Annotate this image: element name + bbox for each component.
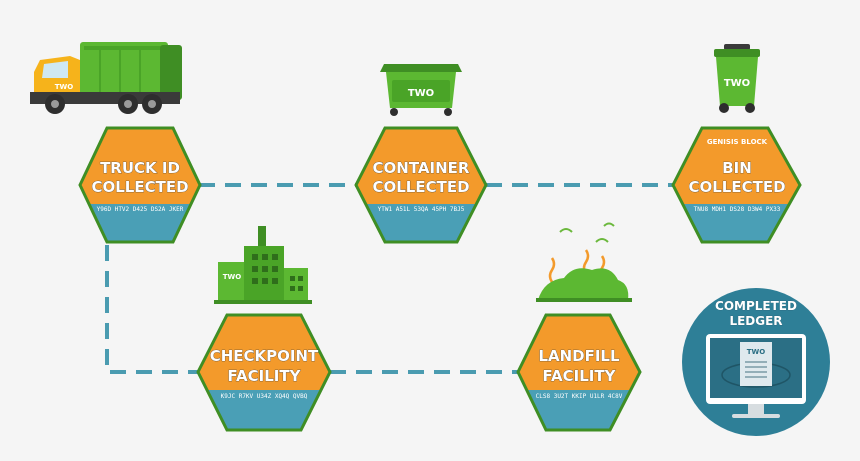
bin-genesis-badge: GENISIS BLOCK — [707, 138, 768, 146]
bin-title-line1: BIN — [722, 159, 752, 177]
node-bin-collected: GENISIS BLOCK BIN COLLECTED TNU8 MDH1 DS… — [671, 126, 802, 244]
connectors — [105, 183, 673, 374]
landfill-title-line1: LANDFILL — [538, 347, 620, 365]
node-truck-id-collected: TRUCK ID COLLECTED Y96D HTV2 D425 DS2A J… — [78, 126, 202, 244]
monitor-document-icon: TWO — [706, 334, 806, 418]
truck-title-line2: COLLECTED — [91, 178, 188, 196]
dumpster-brand-label: TWO — [408, 88, 434, 99]
connector-truck-checkpoint — [105, 245, 198, 374]
bin-hash-code: TNU8 MDH1 DS28 D3W4 PX33 — [694, 206, 781, 213]
truck-hash-code: Y96D HTV2 D425 DS2A JKER — [97, 206, 184, 213]
checkpoint-title-line2: FACILITY — [228, 367, 302, 385]
truck-brand-label: TWO — [55, 83, 73, 91]
landfill-hash-code: CLS8 3U2T KKIP U1LR 4C8V — [536, 393, 623, 400]
factory-icon: TWO — [214, 226, 312, 304]
ledger-title-line2: LEDGER — [729, 314, 782, 328]
container-title-line2: COLLECTED — [372, 178, 469, 196]
ledger-doc-label: TWO — [747, 348, 765, 356]
node-checkpoint-facility: CHECKPOINT FACILITY K9JC R7KV U34Z XQ4Q … — [196, 313, 332, 432]
bin-brand-label: TWO — [724, 78, 750, 89]
ledger-title-line1: COMPLETED — [715, 299, 797, 313]
node-landfill-facility: LANDFILL FACILITY CLS8 3U2T KKIP U1LR 4C… — [516, 313, 642, 432]
checkpoint-title-line1: CHECKPOINT — [210, 347, 319, 365]
bin-title-line2: COLLECTED — [688, 178, 785, 196]
completed-ledger: COMPLETED LEDGER TWO — [682, 288, 830, 436]
factory-brand-label: TWO — [223, 273, 241, 281]
container-hash-code: YTW1 A51L 53QA 45PH 7BJ5 — [378, 206, 465, 213]
landfill-icon — [536, 222, 632, 302]
container-title-line1: CONTAINER — [373, 159, 470, 177]
node-container-collected: CONTAINER COLLECTED YTW1 A51L 53QA 45PH … — [354, 126, 488, 244]
garbage-truck-icon: TWO — [30, 42, 182, 114]
landfill-title-line2: FACILITY — [543, 367, 617, 385]
wheelie-bin-icon: TWO — [714, 44, 760, 113]
truck-title-line1: TRUCK ID — [100, 159, 180, 177]
checkpoint-hash-code: K9JC R7KV U34Z XQ4Q QVBQ — [221, 393, 308, 400]
dumpster-icon: TWO — [380, 64, 462, 116]
